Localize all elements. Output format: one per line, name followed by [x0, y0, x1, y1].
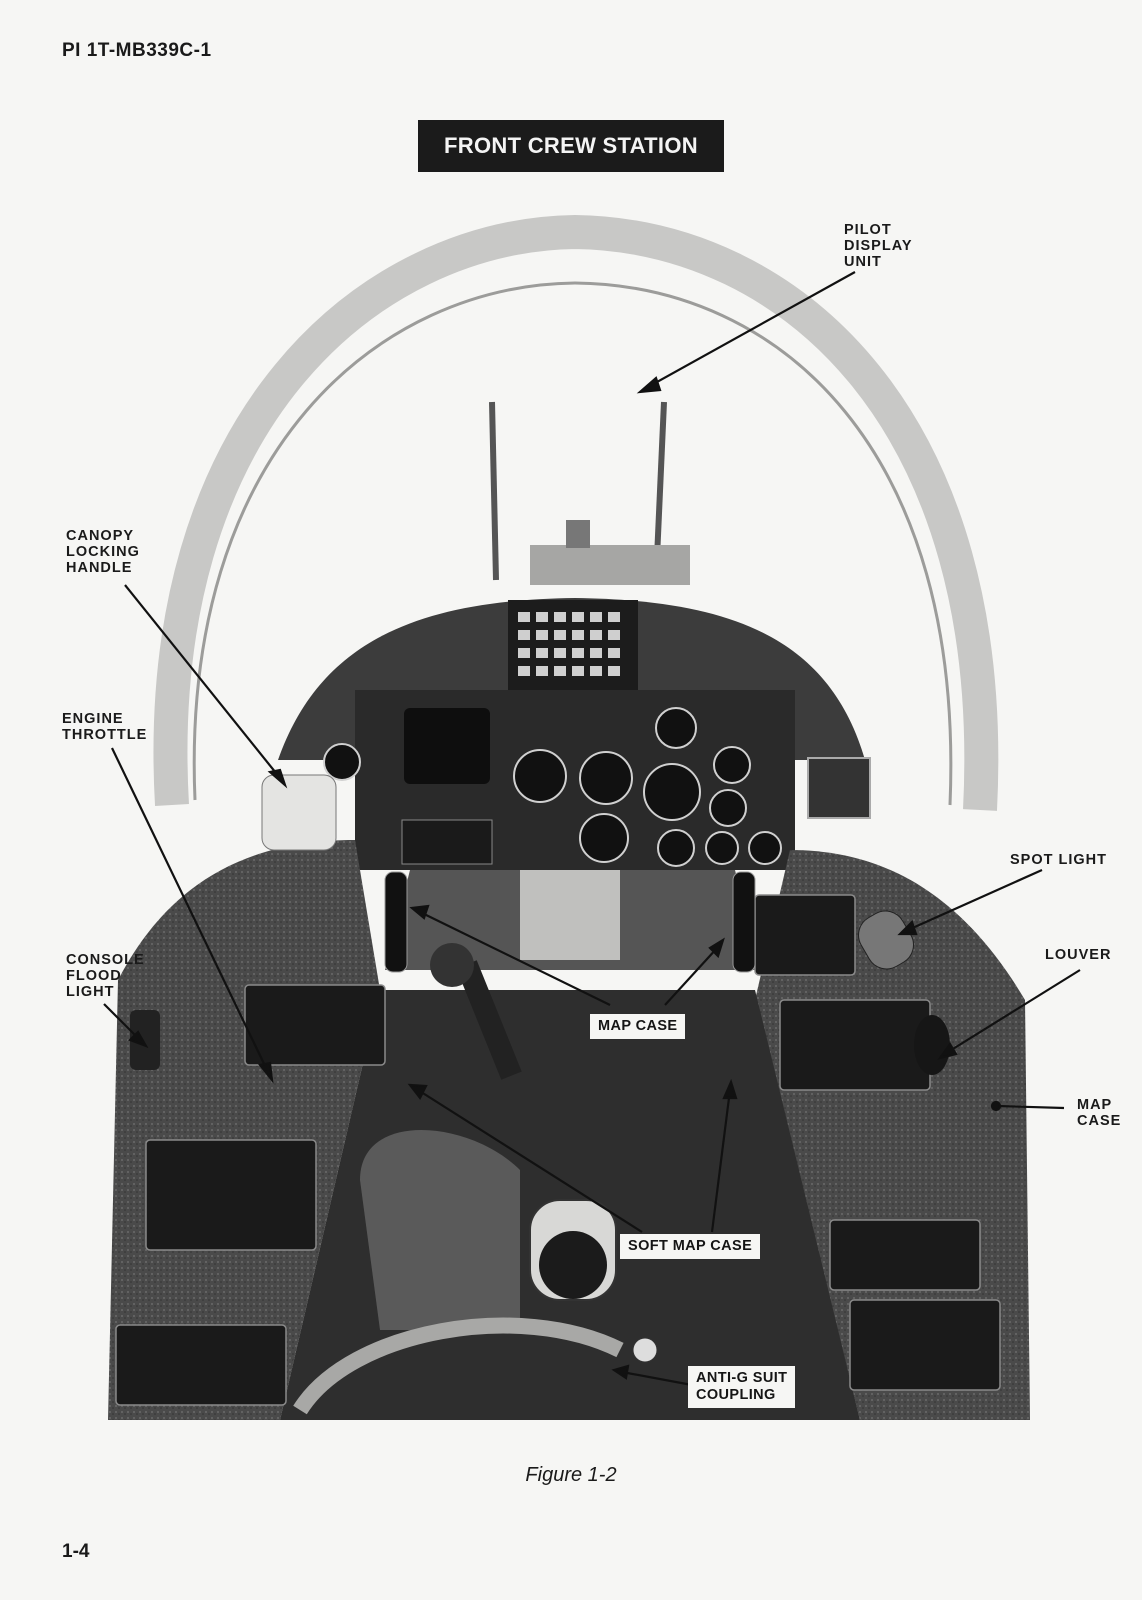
leader-lines — [103, 271, 1081, 1387]
cockpit-interior — [108, 774, 1030, 1420]
figure-caption: Figure 1-2 — [525, 1464, 617, 1486]
canopy-arch — [153, 214, 999, 811]
label-soft-map-case: SOFT MAP CASE — [620, 1234, 761, 1259]
document-id: PI 1T-MB339C-1 — [62, 40, 212, 61]
figure-title: FRONT CREW STATION — [418, 120, 724, 172]
label-anti-g-suit-coupling: ANTI-G SUIT COUPLING — [688, 1366, 796, 1408]
pilot-display-unit-frame — [489, 401, 690, 585]
callout-louver: LOUVER — [1045, 947, 1112, 963]
callout-console-flood-light: CONSOLE FLOOD LIGHT — [66, 952, 145, 1000]
callout-engine-throttle: ENGINE THROTTLE — [62, 711, 148, 743]
page-number: 1-4 — [62, 1541, 90, 1562]
callout-map-case-right: MAP CASE — [1077, 1097, 1122, 1129]
instrument-panel — [278, 598, 871, 870]
callout-pilot-display-unit: PILOT DISPLAY UNIT — [844, 222, 913, 270]
callout-spot-light: SPOT LIGHT — [1010, 852, 1107, 868]
callout-canopy-locking-handle: CANOPY LOCKING HANDLE — [66, 528, 140, 576]
label-map-case: MAP CASE — [590, 1014, 686, 1039]
